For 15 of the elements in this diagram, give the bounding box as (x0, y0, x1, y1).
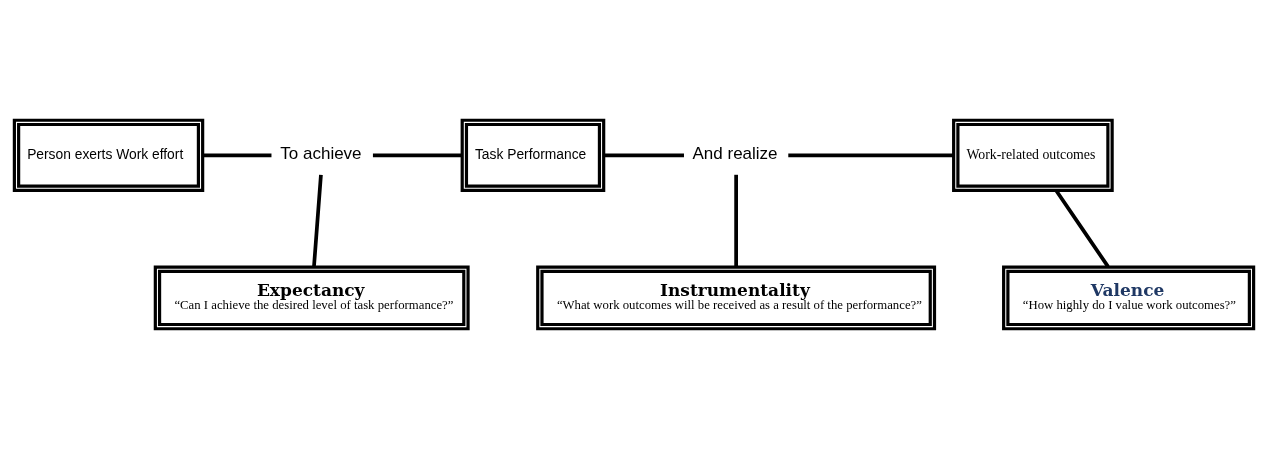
node-box: Task Performance (460, 118, 606, 193)
node-box: Work-related outcomes (952, 118, 1114, 193)
node-box: Instrumentality “What work outcomes will be received as a result of the performance?” (536, 265, 937, 331)
connector (734, 174, 738, 267)
connector (788, 153, 954, 158)
connector (604, 153, 684, 158)
connector (202, 153, 272, 158)
node-box: Person exerts Work effort (12, 118, 205, 193)
connector (1054, 189, 1110, 268)
node-box: Valence “How highly do I value work outcomes?” (1002, 265, 1256, 331)
connector (372, 153, 462, 158)
node-text: And realize (692, 144, 778, 164)
connector (312, 174, 323, 268)
node-box: Expectancy “Can I achieve the desired level of task performance?” (153, 265, 470, 331)
node-text: To achieve (280, 144, 362, 164)
